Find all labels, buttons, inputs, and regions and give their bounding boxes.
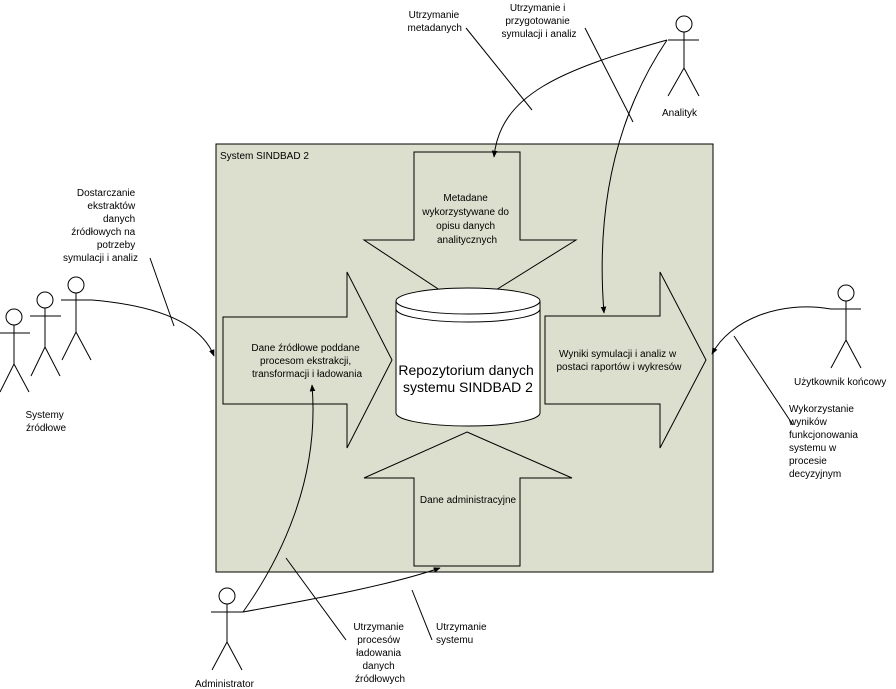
- load-maintenance-flow: [242, 384, 316, 613]
- system-maintenance-flow: [242, 567, 441, 613]
- extract-delivery-leader: [149, 257, 175, 327]
- results-arrow: [544, 271, 707, 449]
- repository-cylinder: [395, 287, 541, 427]
- end-user-label: Użytkownik końcowy: [794, 377, 886, 388]
- extract-delivery-flow: [91, 299, 215, 357]
- administrator-actor-icon: [211, 587, 243, 671]
- source-data-arrow: [222, 271, 393, 449]
- analyst-actor-icon: [667, 15, 700, 97]
- admin-data-arrow-label: Dane administracyjne: [420, 495, 517, 506]
- system-maintenance-leader: [411, 589, 433, 641]
- administrator-label: Administrator: [195, 679, 255, 689]
- source-data-arrow-label: Dane źródłowe poddane procesom ekstrakcj…: [251, 343, 362, 380]
- simulation-prep-leader: [584, 27, 634, 123]
- metadata-arrow-label: Metadane wykorzystywane do opisu danych …: [421, 193, 511, 246]
- results-usage-label: Wykorzystanie wyników funkcjonowania sys…: [788, 404, 861, 480]
- system-title: System SINDBAD 2: [220, 151, 309, 162]
- simulation-prep-flow: [600, 39, 668, 314]
- metadata-maintenance-leader: [465, 27, 533, 111]
- results-usage-flow: [711, 306, 832, 355]
- analyst-label: Analityk: [662, 108, 698, 119]
- load-maintenance-leader: [285, 557, 347, 641]
- results-arrow-label: Wyniki symulacji i analiz w postaci rapo…: [556, 349, 682, 373]
- metadata-maintenance-label: Utrzymanie metadanych: [408, 10, 462, 34]
- end-user-actor-icon: [830, 284, 862, 369]
- repository-label: Repozytorium danych systemu SINDBAD 2: [398, 362, 537, 395]
- load-maintenance-label: Utrzymanie procesów ładowania danych źró…: [353, 622, 406, 685]
- extract-delivery-label: Dostarczanie ekstraktów danych źródłowyc…: [63, 188, 138, 264]
- system-maintenance-label: Utrzymanie systemu: [436, 622, 489, 646]
- simulation-prep-label: Utrzymanie i przygotowanie symulacji i a…: [501, 3, 576, 40]
- admin-data-arrow: [363, 431, 573, 567]
- source-systems-actor-icon: [0, 276, 92, 393]
- metadata-arrow: [362, 151, 578, 309]
- results-usage-leader: [733, 335, 794, 426]
- source-systems-label: Systemy źródłowe: [25, 410, 66, 434]
- metadata-maintenance-flow: [491, 39, 668, 158]
